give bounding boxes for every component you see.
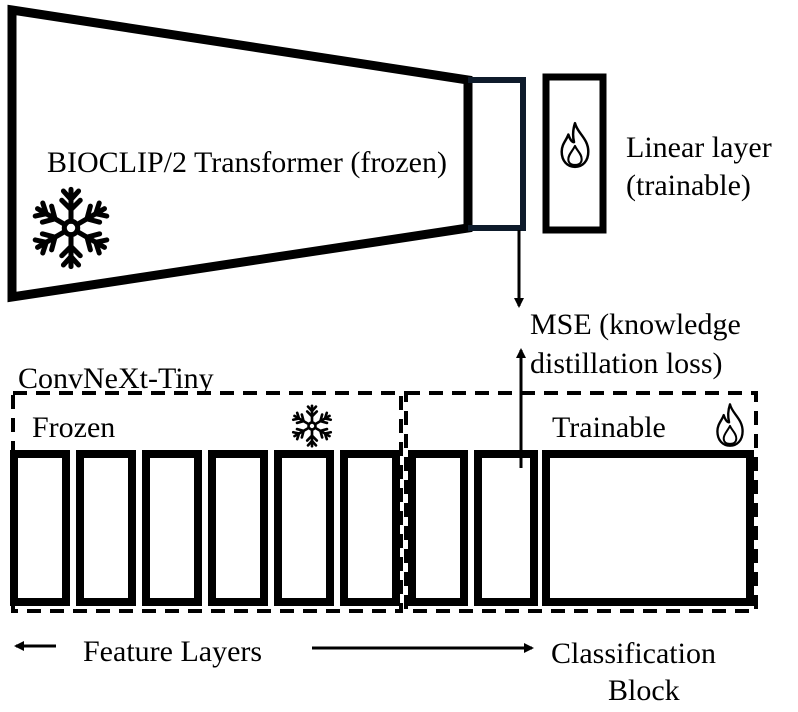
frozen-layers (10, 450, 400, 606)
teacher-output-connector (468, 77, 526, 231)
student-title: ConvNeXt-Tiny (18, 362, 214, 395)
frozen-layer-6 (340, 450, 400, 606)
frozen-layer-3 (142, 450, 202, 606)
linear-layer-label-line2: (trainable) (626, 169, 751, 202)
teacher-title: BIOCLIP/2 Transformer (frozen) (47, 146, 447, 179)
classification-label-line2: Block (608, 674, 680, 707)
trainable-layer-2 (474, 450, 538, 606)
frozen-layer-2 (76, 450, 136, 606)
frozen-layer-1 (10, 450, 70, 606)
trainable-layers (408, 450, 754, 606)
frozen-layer-4 (208, 450, 268, 606)
classification-label-line1: Classification (551, 637, 716, 670)
snowflake-icon (292, 406, 332, 446)
flame-icon (716, 403, 744, 447)
loss-label-line2: distillation loss) (530, 347, 723, 380)
trainable-group-box (404, 391, 758, 613)
trainable-group-label: Trainable (552, 411, 666, 444)
linear-layer-label-line1: Linear layer (626, 131, 772, 164)
trainable-layer-1 (408, 450, 468, 606)
frozen-group-box (11, 391, 403, 613)
loss-label-line1: MSE (knowledge (530, 308, 741, 341)
linear-layer-box (542, 73, 607, 234)
feature-layers-label: Feature Layers (83, 635, 262, 668)
classification-block (542, 450, 754, 606)
frozen-layer-5 (274, 450, 334, 606)
frozen-group-label: Frozen (32, 411, 115, 444)
